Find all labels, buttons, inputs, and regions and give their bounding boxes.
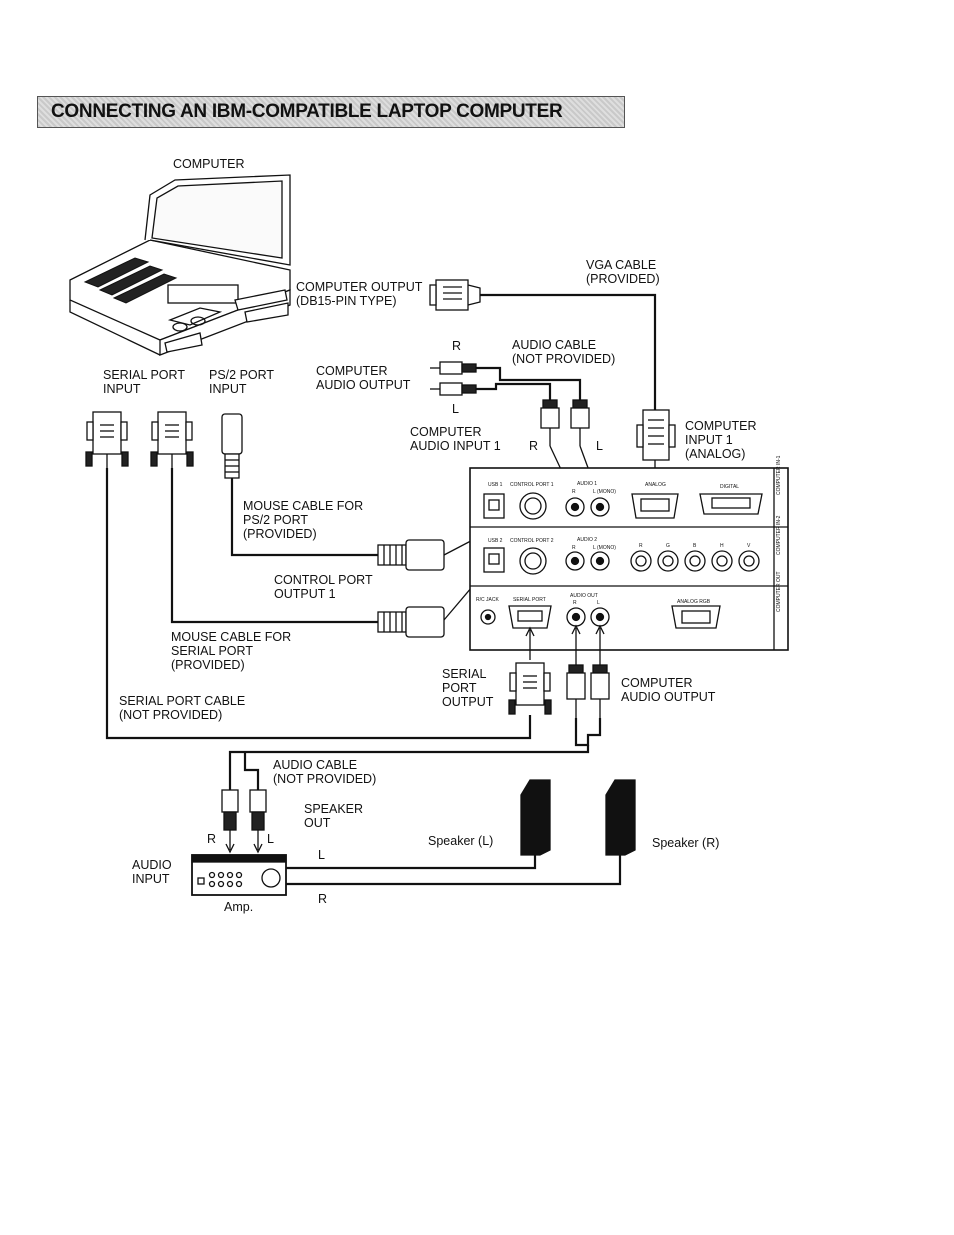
label-r-speaker-line: R bbox=[318, 892, 328, 906]
label-vga-cable: VGA CABLE (PROVIDED) bbox=[586, 258, 660, 286]
label-computer-audio-input-1: COMPUTER AUDIO INPUT 1 bbox=[410, 425, 501, 453]
speaker-left bbox=[520, 779, 551, 856]
mouse-connector-serial bbox=[377, 514, 534, 638]
laptop-illustration bbox=[69, 174, 291, 356]
panel-audio2-r: R bbox=[572, 545, 576, 551]
label-computer-input-1: COMPUTER INPUT 1 (ANALOG) bbox=[685, 419, 757, 461]
amplifier bbox=[191, 854, 287, 896]
label-computer: COMPUTER bbox=[173, 157, 245, 171]
panel-control-port-1: CONTROL PORT 1 bbox=[510, 482, 554, 488]
label-audio-cable-bottom: AUDIO CABLE (NOT PROVIDED) bbox=[273, 758, 377, 786]
panel-control-port-2: CONTROL PORT 2 bbox=[510, 538, 554, 544]
title-banner: CONNECTING AN IBM-COMPATIBLE LAPTOP COMP… bbox=[37, 96, 625, 128]
label-mouse-cable-ps2: MOUSE CABLE FOR PS/2 PORT (PROVIDED) bbox=[243, 499, 364, 541]
panel-audio-2: AUDIO 2 bbox=[577, 537, 598, 543]
vga-plug-top bbox=[429, 279, 481, 311]
panel-analog-rgb: ANALOG RGB bbox=[677, 599, 711, 605]
panel-usb1: USB 1 bbox=[488, 482, 503, 488]
panel-digital: DIGITAL bbox=[720, 484, 740, 490]
label-computer-audio-output-bottom: COMPUTER AUDIO OUTPUT bbox=[621, 676, 716, 704]
label-l-amp: L bbox=[267, 832, 274, 846]
panel-audio2-l: L (MONO) bbox=[593, 545, 616, 551]
label-l-speaker-line: L bbox=[318, 848, 325, 862]
panel-serial-port: SERIAL PORT bbox=[513, 597, 546, 603]
page-title: CONNECTING AN IBM-COMPATIBLE LAPTOP COMP… bbox=[51, 101, 563, 122]
panel-usb2: USB 2 bbox=[488, 538, 503, 544]
label-audio-cable-top: AUDIO CABLE (NOT PROVIDED) bbox=[512, 338, 616, 366]
label-speaker-l: Speaker (L) bbox=[428, 834, 494, 848]
panel-bnc-g: G bbox=[666, 543, 670, 549]
panel-bnc-r: R bbox=[639, 543, 643, 549]
panel-side-out: COMPUTER OUT bbox=[776, 571, 782, 612]
rca-plugs-projector bbox=[540, 399, 599, 496]
label-amp: Amp. bbox=[224, 900, 254, 914]
serial-plug-left-2 bbox=[150, 411, 194, 468]
serial-plug-left-1 bbox=[85, 411, 129, 468]
label-computer-output: COMPUTER OUTPUT (DB15-PIN TYPE) bbox=[296, 280, 423, 308]
panel-bnc-h: H bbox=[720, 543, 724, 549]
label-serial-port-output: SERIAL PORT OUTPUT bbox=[442, 667, 494, 709]
projector-panel bbox=[469, 467, 789, 651]
label-audio-input: AUDIO INPUT bbox=[132, 858, 172, 886]
panel-rc-jack: R/C JACK bbox=[476, 597, 499, 603]
panel-audio-1: AUDIO 1 bbox=[577, 481, 598, 487]
label-l-top: L bbox=[452, 402, 459, 416]
label-r-amp: R bbox=[207, 832, 217, 846]
label-serial-port-cable: SERIAL PORT CABLE (NOT PROVIDED) bbox=[119, 694, 246, 722]
panel-audio-out-r: R bbox=[573, 600, 577, 606]
label-r-mid: R bbox=[529, 439, 539, 453]
label-speaker-r: Speaker (R) bbox=[652, 836, 720, 850]
serial-plug-output bbox=[508, 662, 552, 715]
rca-plugs-audio-out bbox=[566, 664, 610, 718]
label-mouse-cable-serial: MOUSE CABLE FOR SERIAL PORT (PROVIDED) bbox=[171, 630, 292, 672]
panel-analog: ANALOG bbox=[645, 482, 666, 488]
rca-plugs-amp bbox=[221, 789, 267, 854]
ps2-plug bbox=[221, 413, 243, 479]
panel-audio-out: AUDIO OUT bbox=[570, 593, 598, 599]
label-l-mid: L bbox=[596, 439, 603, 453]
label-r-top: R bbox=[452, 339, 462, 353]
label-speaker-out: SPEAKER OUT bbox=[304, 802, 364, 830]
rca-plugs-top bbox=[430, 361, 582, 400]
panel-bnc-v: V bbox=[747, 543, 751, 549]
panel-audio-out-l: L bbox=[597, 600, 600, 606]
speaker-right bbox=[605, 779, 636, 856]
label-ps2-port-input: PS/2 PORT INPUT bbox=[209, 368, 275, 396]
label-serial-port-input: SERIAL PORT INPUT bbox=[103, 368, 185, 396]
panel-audio1-r: R bbox=[572, 489, 576, 495]
label-control-port-output-1: CONTROL PORT OUTPUT 1 bbox=[274, 573, 373, 601]
label-computer-audio-output-top: COMPUTER AUDIO OUTPUT bbox=[316, 364, 411, 392]
panel-audio1-l: L (MONO) bbox=[593, 489, 616, 495]
panel-side-in1: COMPUTER IN-1 bbox=[776, 455, 782, 495]
panel-bnc-b: B bbox=[693, 543, 697, 549]
panel-side-in2: COMPUTER IN-2 bbox=[776, 515, 782, 555]
